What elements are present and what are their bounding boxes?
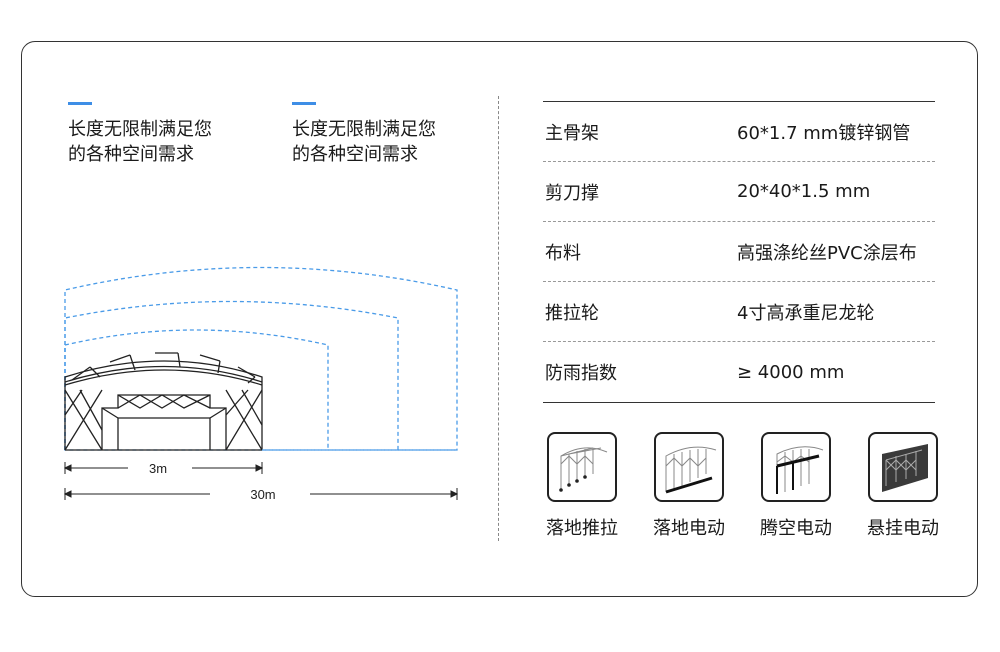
- spec-value: 高强涤纶丝PVC涂层布: [737, 242, 917, 264]
- vertical-divider: [498, 96, 499, 541]
- mode-floor-electric: 落地电动: [639, 432, 739, 540]
- feature-length-2: 长度无限制满足您 的各种空间需求: [292, 102, 462, 167]
- outline-medium: [64, 329, 329, 450]
- info-card: [21, 41, 978, 597]
- mode-floor-push-pull: 落地推拉: [532, 432, 632, 540]
- dim-long-label: 30m: [250, 487, 275, 502]
- spec-row-scissor-brace: 剪刀撑 20*40*1.5 mm: [543, 162, 935, 222]
- operation-modes: 落地推拉 落地电动: [532, 432, 952, 542]
- spec-label: 布料: [545, 242, 581, 264]
- spec-label: 推拉轮: [545, 302, 599, 324]
- feature-text-line2: 的各种空间需求: [68, 144, 194, 165]
- tent-frame: [64, 352, 263, 451]
- spec-table: 主骨架 60*1.7 mm镀锌钢管 剪刀撑 20*40*1.5 mm 布料 高强…: [543, 101, 935, 403]
- mode-label: 落地推拉: [546, 518, 618, 539]
- mode-label: 悬挂电动: [867, 518, 939, 539]
- feature-text-line2: 的各种空间需求: [292, 144, 418, 165]
- outline-large: [64, 300, 399, 450]
- spec-value: 4寸高承重尼龙轮: [737, 302, 875, 324]
- outline-largest: [64, 266, 458, 451]
- spec-label: 主骨架: [545, 122, 599, 144]
- mode-hanging-electric: 悬挂电动: [853, 432, 953, 540]
- spec-row-rain-index: 防雨指数 ≥ 4000 mm: [543, 342, 935, 402]
- spec-value: ≥ 4000 mm: [737, 361, 845, 383]
- feature-length-1: 长度无限制满足您 的各种空间需求: [68, 102, 238, 167]
- feature-text-line1: 长度无限制满足您: [68, 119, 212, 140]
- spec-row-wheels: 推拉轮 4寸高承重尼龙轮: [543, 282, 935, 342]
- mode-suspended-electric: 腾空电动: [746, 432, 846, 540]
- dim-short-label: 3m: [149, 461, 167, 476]
- suspended-air-electric-icon: [761, 432, 831, 502]
- floor-push-pull-icon: [547, 432, 617, 502]
- accent-bar: [292, 102, 316, 105]
- spec-label: 防雨指数: [545, 363, 617, 384]
- mode-label: 腾空电动: [760, 518, 832, 539]
- floor-electric-icon: [654, 432, 724, 502]
- tent-extension-diagram: 3m 30m: [60, 255, 470, 510]
- feature-text-line1: 长度无限制满足您: [292, 119, 436, 140]
- spec-row-main-frame: 主骨架 60*1.7 mm镀锌钢管: [543, 102, 935, 162]
- mode-label: 落地电动: [653, 518, 725, 539]
- spec-row-fabric: 布料 高强涤纶丝PVC涂层布: [543, 222, 935, 282]
- accent-bar: [68, 102, 92, 105]
- spec-value: 20*40*1.5 mm: [737, 181, 871, 202]
- spec-label: 剪刀撑: [545, 182, 599, 204]
- spec-value: 60*1.7 mm镀锌钢管: [737, 122, 911, 144]
- hanging-electric-icon: [868, 432, 938, 502]
